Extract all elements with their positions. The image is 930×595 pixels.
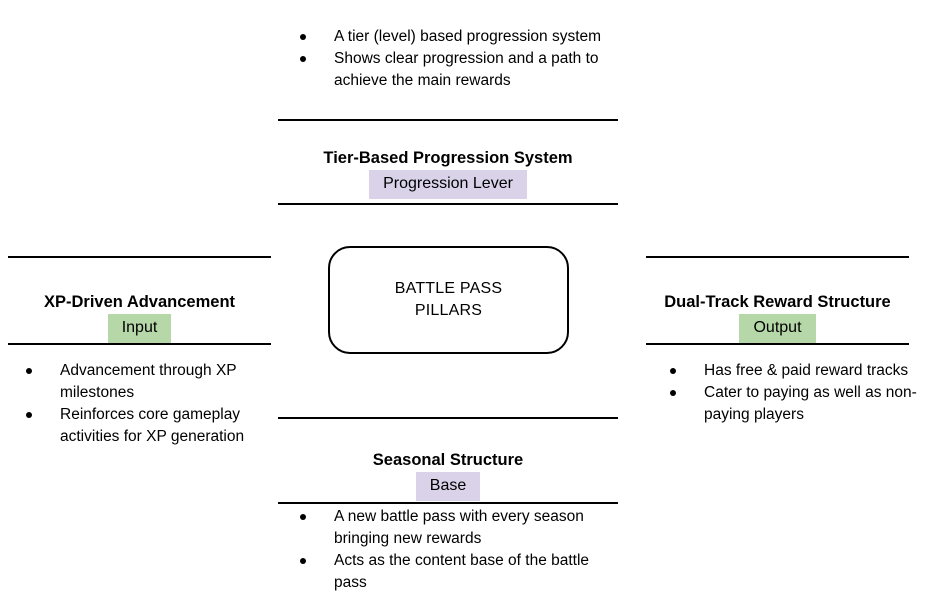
list-item: A tier (level) based progression system	[300, 26, 620, 48]
bullet-text: A tier (level) based progression system	[334, 28, 602, 45]
center-node-label-line1: BATTLE PASS	[394, 280, 503, 297]
right-branch-lower-divider	[646, 343, 909, 345]
bottom-branch-title: Seasonal Structure	[372, 451, 524, 469]
right-branch-tag-row: Output	[646, 314, 909, 343]
left-branch-tag: Input	[107, 314, 172, 343]
bullet-text: Advancement through XP milestones	[60, 362, 237, 401]
list-item: Shows clear progression and a path to ac…	[300, 48, 620, 92]
top-branch-tag: Progression Lever	[369, 170, 527, 199]
bullet-text: Reinforces core gameplay activities for …	[60, 406, 245, 445]
bullet-text: Acts as the content base of the battle p…	[334, 552, 590, 591]
left-branch-bullet-list: Advancement through XP milestones Reinfo…	[26, 360, 276, 448]
list-item: Reinforces core gameplay activities for …	[26, 404, 276, 448]
list-item: Advancement through XP milestones	[26, 360, 276, 404]
left-branch-tag-row: Input	[8, 314, 271, 343]
bottom-branch-tag-row: Base	[278, 472, 618, 501]
bullet-text: Has free & paid reward tracks	[704, 362, 909, 379]
bullet-text: Shows clear progression and a path to ac…	[334, 50, 599, 89]
bullet-text: A new battle pass with every season brin…	[334, 508, 584, 547]
list-item: Acts as the content base of the battle p…	[300, 550, 620, 594]
top-branch-bullet-list: A tier (level) based progression system …	[300, 26, 620, 92]
right-branch-title: Dual-Track Reward Structure	[664, 293, 891, 311]
right-branch-tag: Output	[739, 314, 816, 343]
top-branch-tag-row: Progression Lever	[278, 170, 618, 199]
left-branch-title: XP-Driven Advancement	[43, 293, 236, 311]
left-branch-lower-divider	[8, 343, 271, 345]
list-item: Cater to paying as well as non-paying pl…	[670, 382, 920, 426]
center-node-label: BATTLE PASS PILLARS	[395, 278, 502, 322]
right-branch-upper-divider	[646, 256, 909, 258]
left-branch-upper-divider	[8, 256, 271, 258]
bottom-branch-tag: Base	[415, 472, 481, 501]
bottom-branch-lower-divider	[278, 502, 618, 504]
top-branch-lower-divider	[278, 203, 618, 205]
center-node-label-line2: PILLARS	[414, 302, 483, 319]
right-branch-bullet-list: Has free & paid reward tracks Cater to p…	[670, 360, 920, 426]
top-branch-upper-divider	[278, 119, 618, 121]
list-item: A new battle pass with every season brin…	[300, 506, 620, 550]
bullet-text: Cater to paying as well as non-paying pl…	[704, 384, 917, 423]
center-node-battle-pass-pillars: BATTLE PASS PILLARS	[328, 246, 569, 354]
bottom-branch-bullet-list: A new battle pass with every season brin…	[300, 506, 620, 594]
bottom-branch-upper-divider	[278, 417, 618, 419]
top-branch-title: Tier-Based Progression System	[323, 149, 573, 167]
list-item: Has free & paid reward tracks	[670, 360, 920, 382]
